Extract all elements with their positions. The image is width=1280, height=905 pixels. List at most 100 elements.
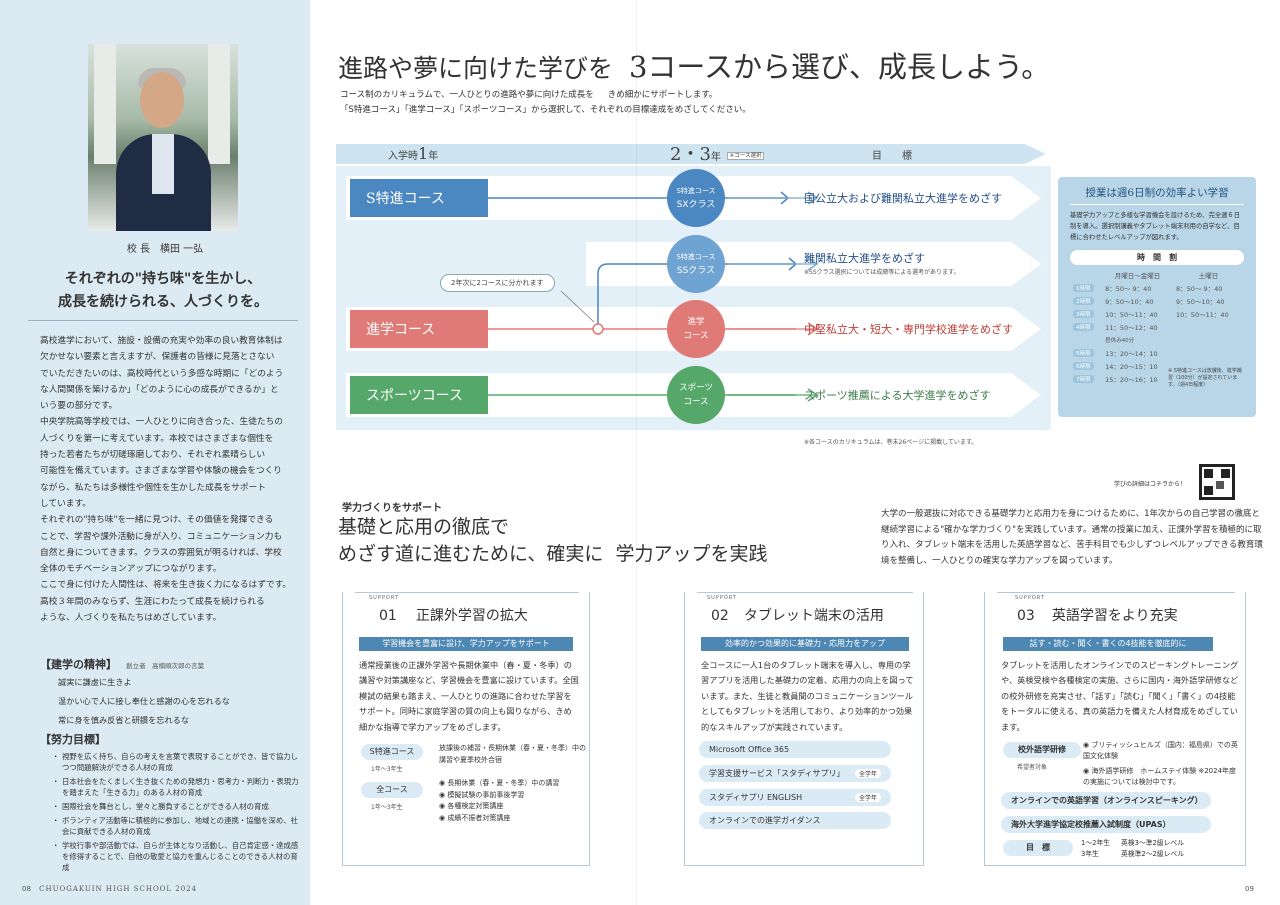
year1-number: 1 xyxy=(418,144,429,163)
period-label: 7時限 xyxy=(1073,374,1094,383)
time-saturday xyxy=(1173,333,1244,346)
all-course-item-text: 長期休業（春・夏・冬季）中の講習 xyxy=(447,779,560,787)
year1-unit: 年 xyxy=(428,151,439,162)
card-header: 01 正課外学習の拡大 xyxy=(379,605,528,625)
goal-level: 英検3〜準2級レベル xyxy=(1121,839,1185,847)
intro-line: ぞれの目標達成をめざしてください。 xyxy=(606,105,751,115)
col-header: 月曜日〜金曜日 xyxy=(1114,271,1161,280)
support-tag: SUPPORT xyxy=(707,595,737,601)
card-number: 02 xyxy=(711,608,729,624)
period-label: 4時限 xyxy=(1073,322,1094,331)
time-saturday xyxy=(1173,320,1244,333)
body-line: ながら、私たちは多様性や個性を生かした成長をサポート xyxy=(40,482,266,493)
support-tag: SUPPORT xyxy=(1015,595,1045,601)
effort-section: 【努力目標】 視野を広く持ち、自らの考えを言葉で表現することができ、皆で協力しつ… xyxy=(40,731,302,876)
time-weekday: 11：50〜12：40 xyxy=(1105,323,1158,332)
body-line: 全体のモチベーションアップにつながります。 xyxy=(40,564,222,575)
card-number: 03 xyxy=(1017,608,1035,624)
support-card-2: SUPPORT 02 タブレット端末の活用 効率的かつ効果的に基礎力・応用力をア… xyxy=(684,592,924,866)
study-item-text: 海外語学研修 ホームステイ体験 ※2024年度の実施については検討中です。 xyxy=(1083,767,1237,786)
intro-line: 「S特進コース」「進学コース」「スポーツコース」から選択して、それ xyxy=(340,105,607,115)
circle-line: SSクラス xyxy=(676,266,716,276)
s-course-years: 1年〜3年生 xyxy=(371,766,403,773)
course-select-note: ※コース選択 xyxy=(726,152,765,160)
course-diagram: S特進コース 進学コース スポーツコース 2年次に2コースに分かれます S特進コ… xyxy=(336,166,1051,430)
all-course-item: ◉ 各種検定対策講座 xyxy=(439,802,504,810)
tool-pill: 学習支援サービス「スタディサプリ」全学年 xyxy=(699,765,891,782)
course-sports: スポーツコース xyxy=(350,376,488,414)
lead-line-1: それぞれの"持ち味"を生かし、 xyxy=(64,271,262,287)
circle-ss-class: S特進コース SSクラス xyxy=(667,235,725,293)
circle-line: スポーツ xyxy=(679,383,713,393)
circle-line: SXクラス xyxy=(676,200,716,210)
flow-arrows xyxy=(486,191,819,402)
year23-header: 2・3年 ※コース選択 xyxy=(670,140,765,166)
period-label: 2時限 xyxy=(1073,296,1094,305)
goal-pill: 目 標 xyxy=(1003,840,1073,856)
spirit-item: 温かい心で人に接し奉仕と感謝の心を忘れるな xyxy=(58,696,230,706)
year1-header: 入学時1年 xyxy=(388,144,438,163)
online-english-pill: オンラインでの英語学習（オンラインスピーキング） xyxy=(1001,792,1211,809)
body-line: ことで、学習や課外活動に身が入り、コミュニケーション力も xyxy=(40,531,283,542)
card-text: 全コースに一人1台のタブレット端末を導入し、専用の学習アプリを活用した基礎力の定… xyxy=(701,660,914,732)
body-line: 中央学院高等学校では、一人ひとりに向き合った、生徒たちの xyxy=(40,417,283,428)
principal-body: 高校進学において、施設・設備の充実や効率の良い教育体制は欠かせない要素と言えます… xyxy=(40,333,302,626)
time-saturday: 8：50〜 9：40 xyxy=(1176,284,1223,293)
all-course-item-text: 模擬試験の事前事後学習 xyxy=(447,790,525,799)
study-target: 希望者対象 xyxy=(1017,764,1048,771)
study-item-text: ブリティッシュヒルズ（国内：福島県）での英国文化体験 xyxy=(1083,741,1238,760)
card-subtitle-bar: 話す・読む・聞く・書くの4技能を徹底的に xyxy=(1003,637,1213,651)
body-line: な人間関係を築けるか」「どのように心の成長ができるか」と xyxy=(40,384,279,395)
circle-line: S特進コース xyxy=(676,253,716,261)
all-course-item: ◉ 長期休業（春・夏・冬季）中の講習 xyxy=(439,779,560,787)
tool-pill-label: Microsoft Office 365 xyxy=(709,745,790,754)
body-line: 高校進学において、施設・設備の充実や効率の良い教育体制は xyxy=(40,336,283,346)
principal-caption: 校 長 横田 一弘 xyxy=(126,244,204,255)
body-line: しています。 xyxy=(40,498,91,509)
time-weekday: 14：20〜15：10 xyxy=(1105,362,1158,371)
spirit-section: 【建学の精神】 創立者 高楠順次郎の言葉 誠実に謙虚に生きよ 温かい心で人に接し… xyxy=(40,653,302,733)
year23-number: 2・3 xyxy=(670,144,711,165)
circle-sports: スポーツコース xyxy=(667,366,725,424)
page-headline: 進路や夢に向けた学びを 3コースから選び、成長しよう。 xyxy=(338,44,1050,86)
divider xyxy=(28,320,298,321)
period-label: 6時限 xyxy=(1073,361,1094,370)
principal-photo xyxy=(88,44,238,231)
study-abroad-pill: 校外語学研修 xyxy=(1003,742,1081,758)
course-s-tokushin: S特進コース xyxy=(350,179,488,217)
all-course-pill: 全コース xyxy=(361,782,423,798)
effort-title: 【努力目標】 xyxy=(40,733,106,746)
goal-row: 1〜2年生英検3〜準2級レベル xyxy=(1081,838,1184,849)
pill-label: 海外大学進学協定校推薦入試制度（UPAS） xyxy=(1011,820,1171,829)
effort-item: 学校行事や部活動では、自らが主体となり活動し、自己肯定感・達成感を修得することで… xyxy=(52,840,302,873)
qr-code[interactable] xyxy=(1199,464,1235,500)
time-saturday: 9：50〜10：40 xyxy=(1176,297,1225,306)
card-header: 02 タブレット端末の活用 xyxy=(711,605,884,625)
support-tag: SUPPORT xyxy=(369,595,399,601)
card-title: タブレット端末の活用 xyxy=(743,608,884,624)
study-list: ◉ ブリティッシュヒルズ（国内：福島県）での英国文化体験 ◉ 海外語学研修 ホー… xyxy=(1083,740,1243,788)
support-heading: 基礎と応用の徹底で めざす道に進むために、確実に学力アップを実践 xyxy=(338,514,767,568)
all-course-list: ◉ 長期休業（春・夏・冬季）中の講習 ◉ 模擬試験の事前事後学習 ◉ 各種検定対… xyxy=(439,778,589,824)
qr-note: 学びの詳細はコチラから！ xyxy=(1114,481,1187,488)
split-note: 2年次に2コースに分かれます xyxy=(440,274,555,292)
grade-badge: 全学年 xyxy=(854,769,881,778)
body-line: ここで身に付けた人間性は、将来を生き抜く力になるはずです。 xyxy=(40,580,292,591)
body-line: 可能性を備えています。さまざまな学習や体験の機会をつくり xyxy=(40,466,282,477)
footer-school: CHUOGAKUIN HIGH SCHOOL 2024 xyxy=(39,885,198,893)
intro-line: コース制のカリキュラムで、一人ひとりの進路や夢に向けた成長を xyxy=(340,90,594,100)
upas-pill: 海外大学進学協定校推薦入試制度（UPAS） xyxy=(1001,816,1211,833)
timetable-row: 6時限 14：20〜15：10 xyxy=(1070,359,1244,372)
card-subtitle-bar: 学習機会を豊富に設け、学力アップをサポート xyxy=(359,637,573,651)
spirit-title: 【建学の精神】 xyxy=(40,658,117,671)
all-course-item-text: 成績不振者対策講座 xyxy=(447,813,511,822)
circle-line: S特進コース xyxy=(676,187,716,195)
all-course-item-text: 各種検定対策講座 xyxy=(447,802,504,810)
all-course-item: ◉ 成績不振者対策講座 xyxy=(439,813,511,822)
circle-line: コース xyxy=(683,331,709,341)
support-body: 大学の一般選抜に対応できる基礎学力と応用力を身につけるために、1年次からの自己学… xyxy=(881,509,1263,566)
